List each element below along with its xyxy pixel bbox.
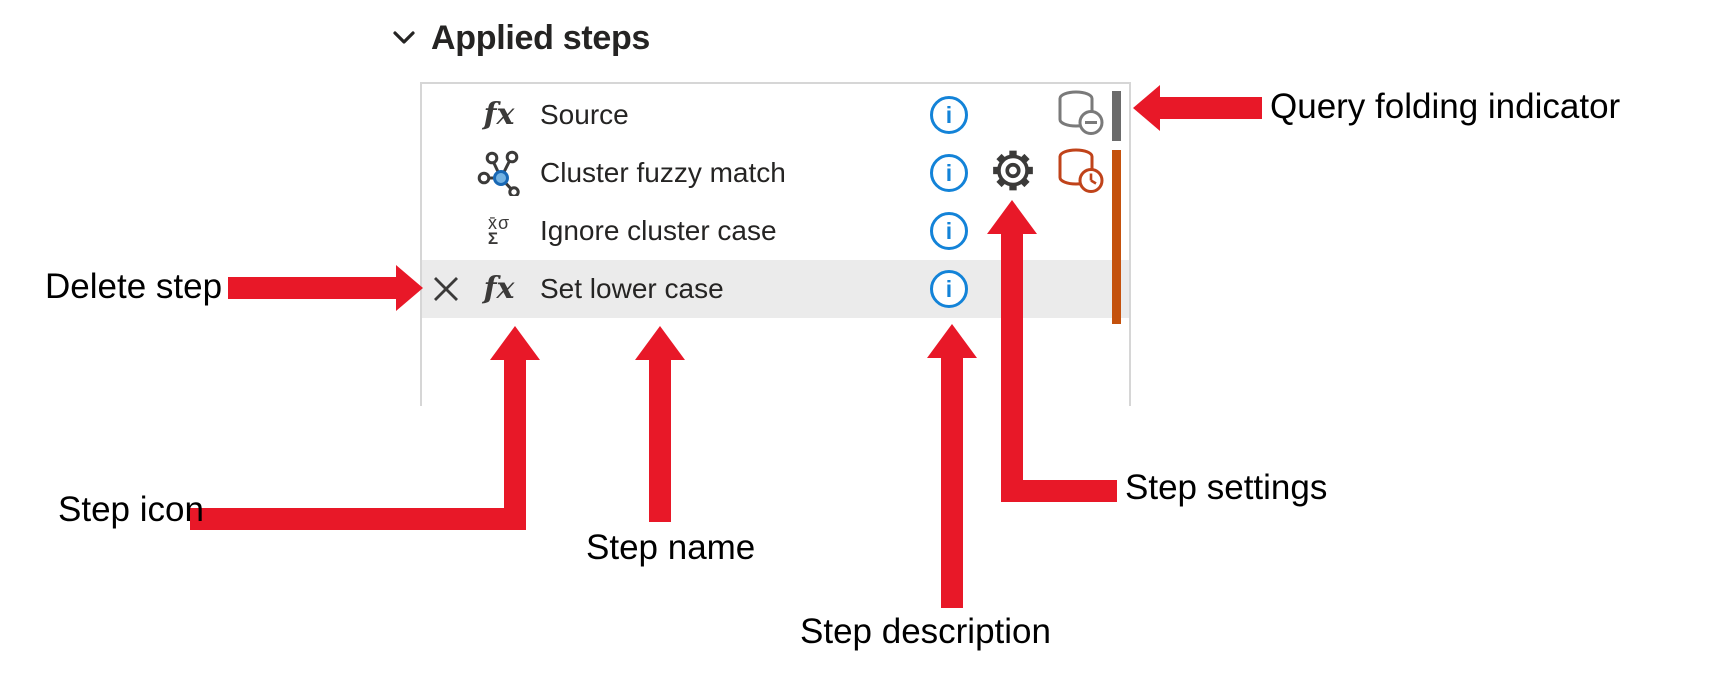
step-description-arrow-head: [927, 324, 977, 358]
step-icon-arrow-vertical: [504, 358, 526, 530]
applied-step-row-ignore-cluster-case[interactable]: x̄σ Σ Ignore cluster case i: [422, 202, 1129, 260]
delete-step-icon[interactable]: [422, 274, 470, 304]
delete-step-arrow-body: [228, 277, 398, 299]
query-folding-folds-icon[interactable]: [1054, 89, 1106, 142]
delete-step-label: Delete step: [45, 267, 223, 306]
step-settings-arrow-vertical: [1001, 232, 1023, 502]
step-icon-arrow-horizontal: [190, 508, 526, 530]
chevron-down-icon[interactable]: [392, 30, 416, 46]
step-icon-label: Step icon: [58, 490, 204, 529]
query-folding-arrow-head: [1133, 85, 1160, 131]
query-folding-does-not-fold-icon[interactable]: [1054, 147, 1106, 200]
step-description-info-icon[interactable]: i: [930, 212, 968, 250]
step-name-label: Step name: [586, 528, 756, 567]
step-description-arrow-body: [941, 356, 963, 608]
fx-icon: fx: [483, 97, 515, 132]
applied-steps-header[interactable]: Applied steps: [392, 12, 650, 64]
cluster-fuzzy-icon: [470, 150, 528, 196]
step-name-text: Set lower case: [540, 273, 724, 304]
step-settings-gear-icon[interactable]: [990, 148, 1036, 199]
step-settings-arrow-horizontal: [1001, 480, 1117, 502]
statistics-icon: x̄σ Σ: [487, 213, 511, 249]
step-settings-label: Step settings: [1125, 468, 1328, 507]
applied-steps-title: Applied steps: [431, 18, 651, 57]
query-folding-label: Query folding indicator: [1270, 87, 1621, 126]
step-name-arrow-body: [649, 358, 671, 522]
step-description-info-icon[interactable]: i: [930, 96, 968, 134]
step-name-text: Ignore cluster case: [540, 215, 777, 246]
step-name-text: Source: [540, 99, 629, 130]
delete-step-arrow-head: [396, 265, 423, 311]
step-description-label: Step description: [800, 612, 1051, 651]
step-name-text: Cluster fuzzy match: [540, 157, 786, 188]
applied-step-row-source[interactable]: fx Source i: [422, 86, 1129, 144]
query-folding-arrow-body: [1158, 97, 1262, 119]
fx-icon: fx: [483, 271, 515, 306]
applied-step-row-cluster-fuzzy-match[interactable]: Cluster fuzzy match i: [422, 144, 1129, 202]
query-folding-bar-does-not-fold: [1112, 150, 1121, 324]
step-name-arrow-head: [635, 326, 685, 360]
step-settings-arrow-head: [987, 200, 1037, 234]
query-folding-bar-folds: [1112, 91, 1121, 141]
step-description-info-icon[interactable]: i: [930, 154, 968, 192]
step-description-info-icon[interactable]: i: [930, 270, 968, 308]
step-icon-arrow-head: [490, 326, 540, 360]
